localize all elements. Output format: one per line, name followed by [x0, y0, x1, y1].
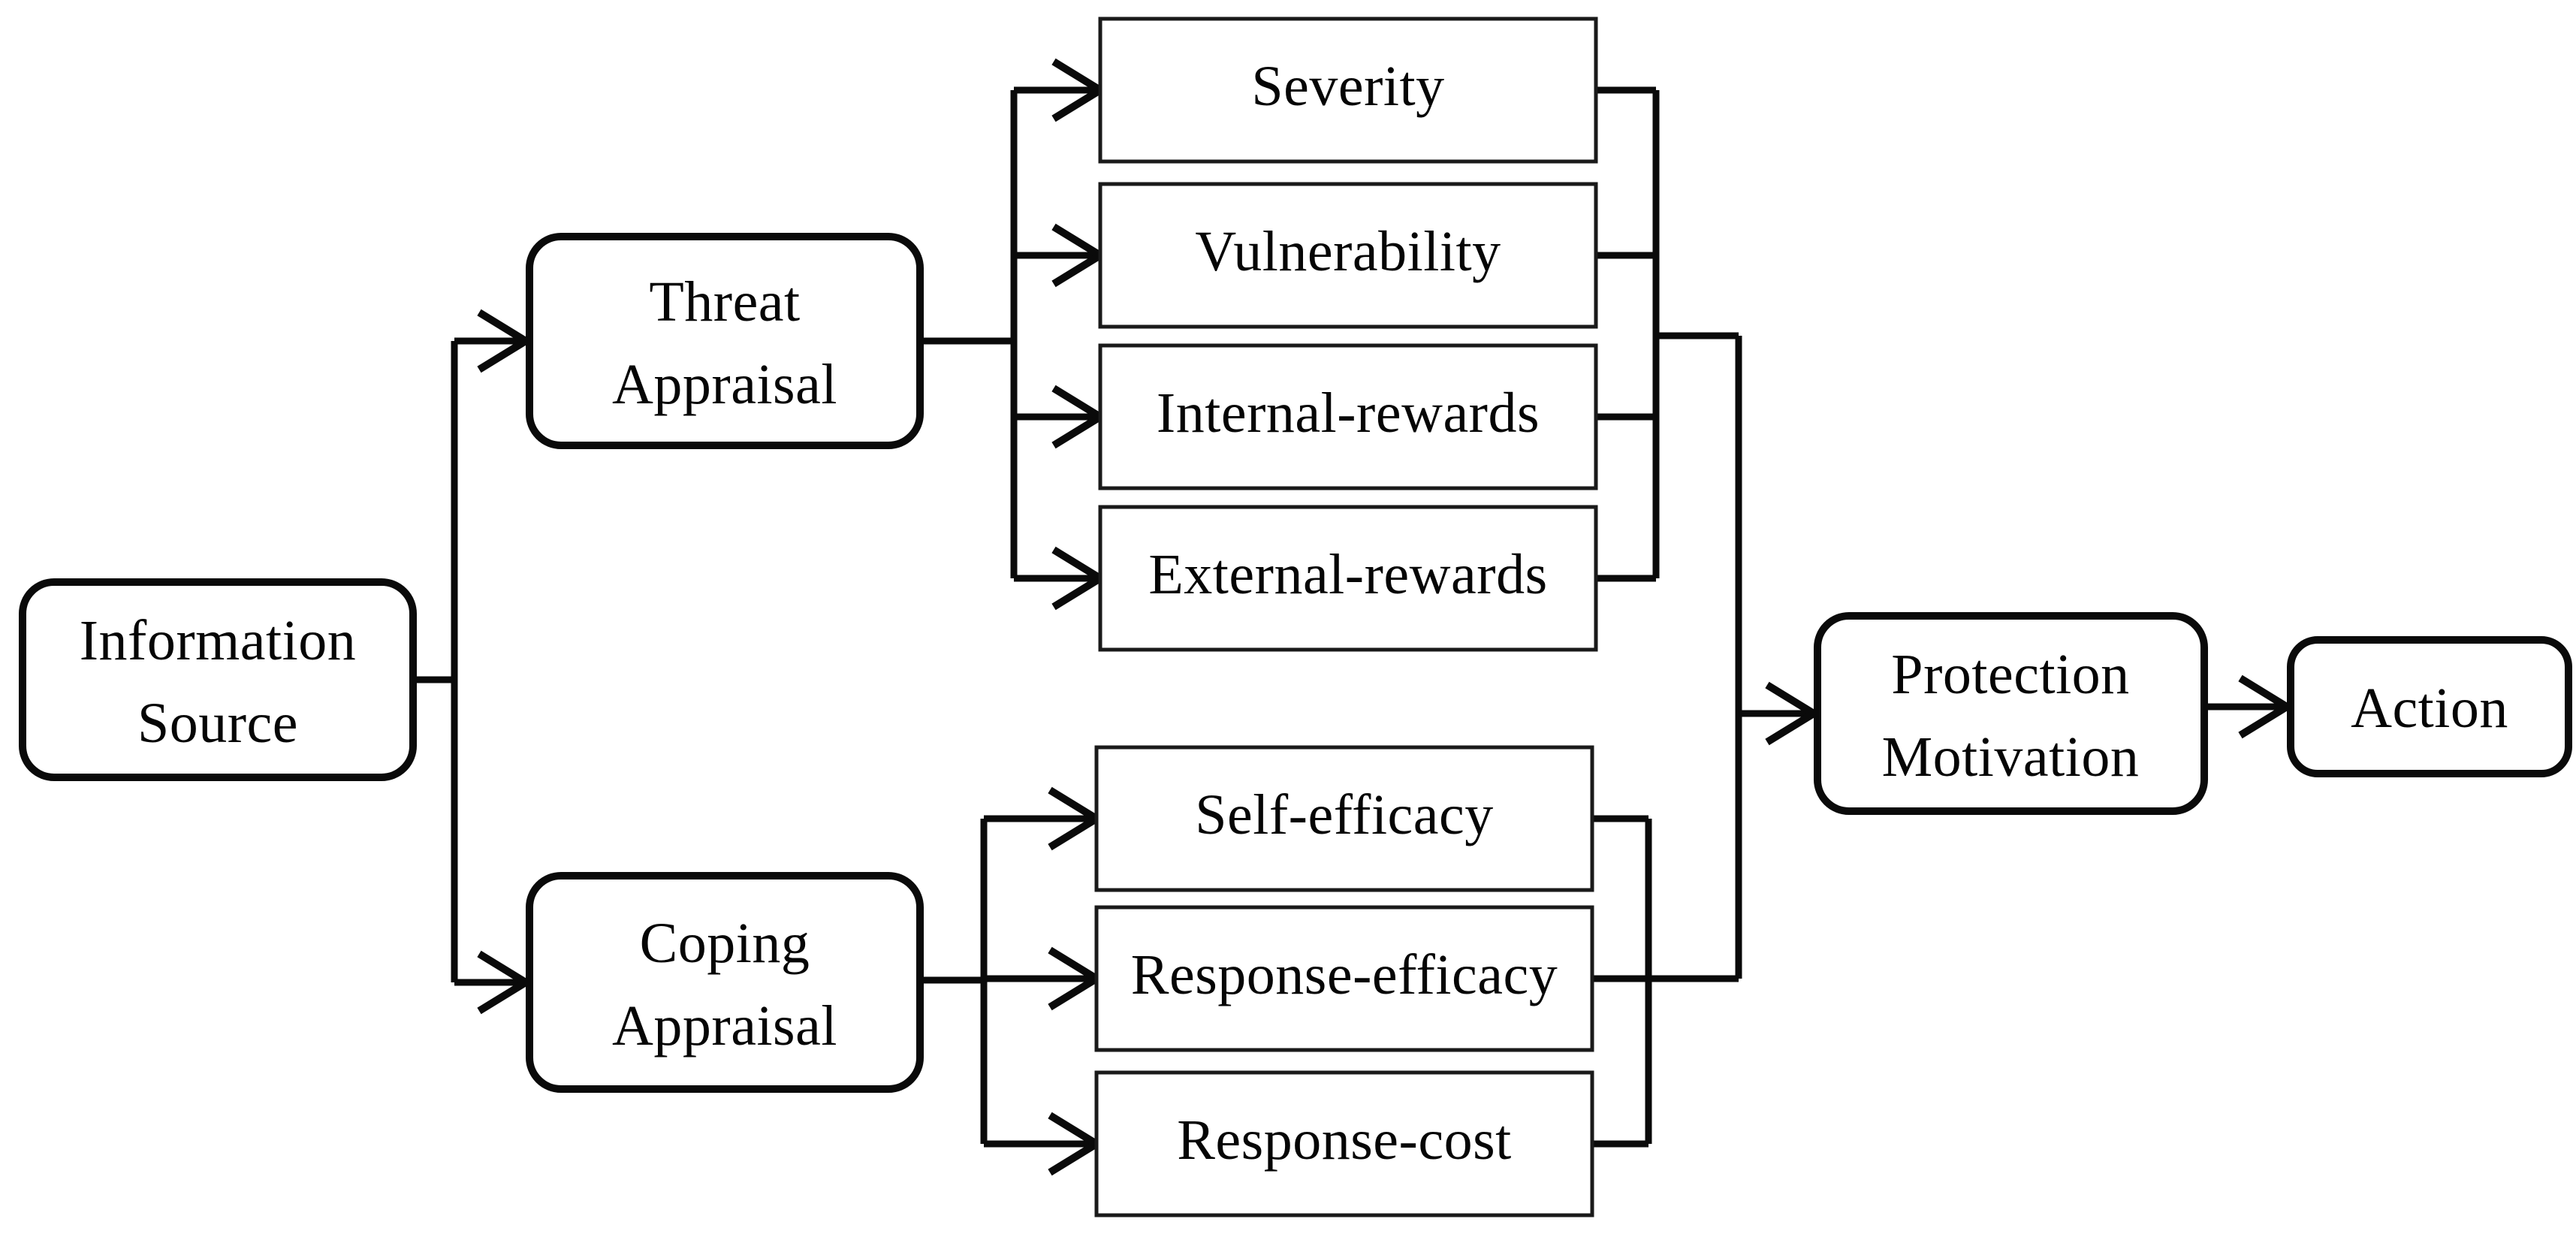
protection-motivation-label-line1: Protection [1891, 643, 2129, 706]
node-protection-motivation: Protection Motivation [1814, 612, 2208, 815]
node-response-cost: Response-cost [1094, 1070, 1594, 1217]
node-response-efficacy: Response-efficacy [1094, 905, 1594, 1052]
severity-box [1098, 17, 1598, 164]
nodes: Information Source Threat Appraisal Copi… [19, 17, 2572, 1217]
external-rewards-box [1098, 505, 1598, 652]
self-efficacy-box [1094, 745, 1594, 892]
severity-label: Severity [1251, 55, 1444, 118]
coping-appraisal-label-line2: Appraisal [612, 994, 837, 1057]
protection-motivation-box [1814, 612, 2208, 815]
information-source-label-line1: Information [80, 609, 357, 672]
response-efficacy-box [1094, 905, 1594, 1052]
self-efficacy-label: Self-efficacy [1195, 783, 1494, 846]
response-cost-box [1094, 1070, 1594, 1217]
internal-rewards-label: Internal-rewards [1157, 382, 1540, 445]
vulnerability-box [1098, 182, 1598, 329]
action-box [2287, 636, 2572, 777]
node-internal-rewards: Internal-rewards [1098, 343, 1598, 490]
node-external-rewards: External-rewards [1098, 505, 1598, 652]
action-label: Action [2351, 677, 2508, 740]
coping-appraisal-box [526, 872, 924, 1093]
node-severity: Severity [1098, 17, 1598, 164]
node-coping-appraisal: Coping Appraisal [526, 872, 924, 1093]
protection-motivation-label-line2: Motivation [1882, 726, 2140, 789]
information-source-box [19, 578, 417, 781]
information-source-label-line2: Source [137, 692, 298, 755]
internal-rewards-box [1098, 343, 1598, 490]
coping-appraisal-label-line1: Coping [640, 912, 810, 975]
node-information-source: Information Source [19, 578, 417, 781]
threat-appraisal-box [526, 233, 924, 449]
response-cost-label: Response-cost [1177, 1109, 1512, 1172]
node-action: Action [2287, 636, 2572, 777]
external-rewards-label: External-rewards [1148, 543, 1547, 606]
vulnerability-label: Vulnerability [1195, 220, 1501, 283]
threat-appraisal-label-line1: Threat [649, 270, 800, 333]
node-vulnerability: Vulnerability [1098, 182, 1598, 329]
node-threat-appraisal: Threat Appraisal [526, 233, 924, 449]
response-efficacy-label: Response-efficacy [1131, 943, 1558, 1006]
threat-appraisal-label-line2: Appraisal [612, 353, 837, 416]
node-self-efficacy: Self-efficacy [1094, 745, 1594, 892]
